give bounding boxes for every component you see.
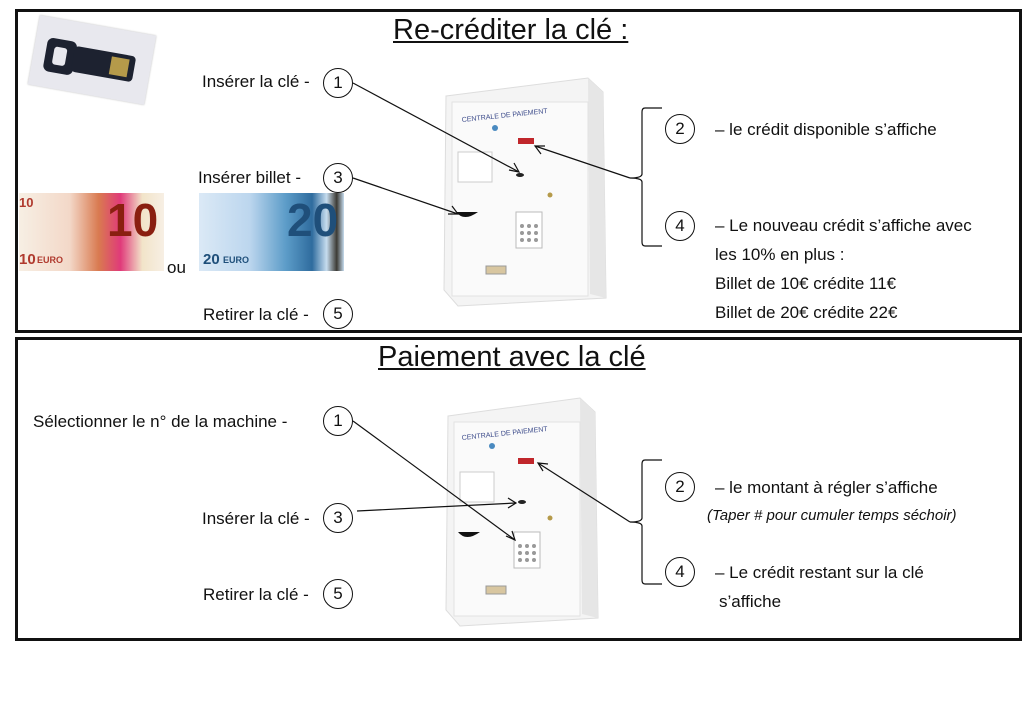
p2-step4-number: 4 [665,557,695,587]
step3-number: 3 [323,163,353,193]
step5-label: Retirer la clé - [203,305,309,324]
p2-step3-label: Insérer la clé - [202,509,310,528]
step4-extra-1: les 10% en plus : [715,245,845,264]
keypad [515,211,543,249]
bill-value-large: 10 [107,194,159,246]
step4-text: – Le nouveau crédit s’affiche avec [715,216,972,235]
display-screen [518,458,534,464]
display-screen [518,138,534,144]
indicator-light-icon [492,125,498,131]
or-label: ou [167,258,186,277]
payment-terminal-image: CENTRALE DE PAIEMENT [445,397,599,627]
step2-text: – le crédit disponible s’affiche [715,120,937,139]
bill-currency: EURO [37,255,64,265]
step2-number: 2 [665,114,695,144]
p2-step2-note: (Taper # pour cumuler temps séchoir) [707,507,957,524]
p2-step2-number: 2 [665,472,695,502]
p2-step1-label: Sélectionner le n° de la machine - [33,412,288,431]
bill-value-bottom: 10 [19,251,36,268]
bill-slot [456,212,478,217]
step3-label: Insérer billet - [198,168,301,187]
key-photo [27,15,157,105]
p2-step4-text: – Le crédit restant sur la clé [715,563,924,582]
twenty-euro-bill: 20 20 EURO [199,193,344,271]
step5-number: 5 [323,299,353,329]
bill-currency: EURO [223,255,250,265]
step4-extra-3: Billet de 20€ crédite 22€ [715,303,898,322]
p2-step1-number: 1 [323,406,353,436]
bill-value-bottom: 20 [203,251,220,268]
step4-extra-2: Billet de 10€ crédite 11€ [715,274,897,293]
ten-euro-bill: 10 10 10 EURO [19,193,164,271]
p2-step3-number: 3 [323,503,353,533]
key-icon [43,38,136,82]
step1-label: Insérer la clé - [202,72,310,91]
step1-number: 1 [323,68,353,98]
keypad [513,531,541,569]
indicator-light-icon [489,443,495,449]
key-slot [518,500,526,504]
section2-title: Paiement avec la clé [378,341,646,373]
p2-step2-text: – le montant à régler s’affiche [715,478,938,497]
p2-step4-extra: s’affiche [719,592,782,611]
step4-number: 4 [665,211,695,241]
p2-step5-label: Retirer la clé - [203,585,309,604]
key-slot [516,173,524,177]
p2-step5-number: 5 [323,579,353,609]
bill-value-large: 20 [287,194,339,246]
payment-terminal-image: CENTRALE DE PAIEMENT [443,77,607,307]
bill-value: 10 [19,195,34,210]
section1-title: Re-créditer la clé : [393,14,629,46]
